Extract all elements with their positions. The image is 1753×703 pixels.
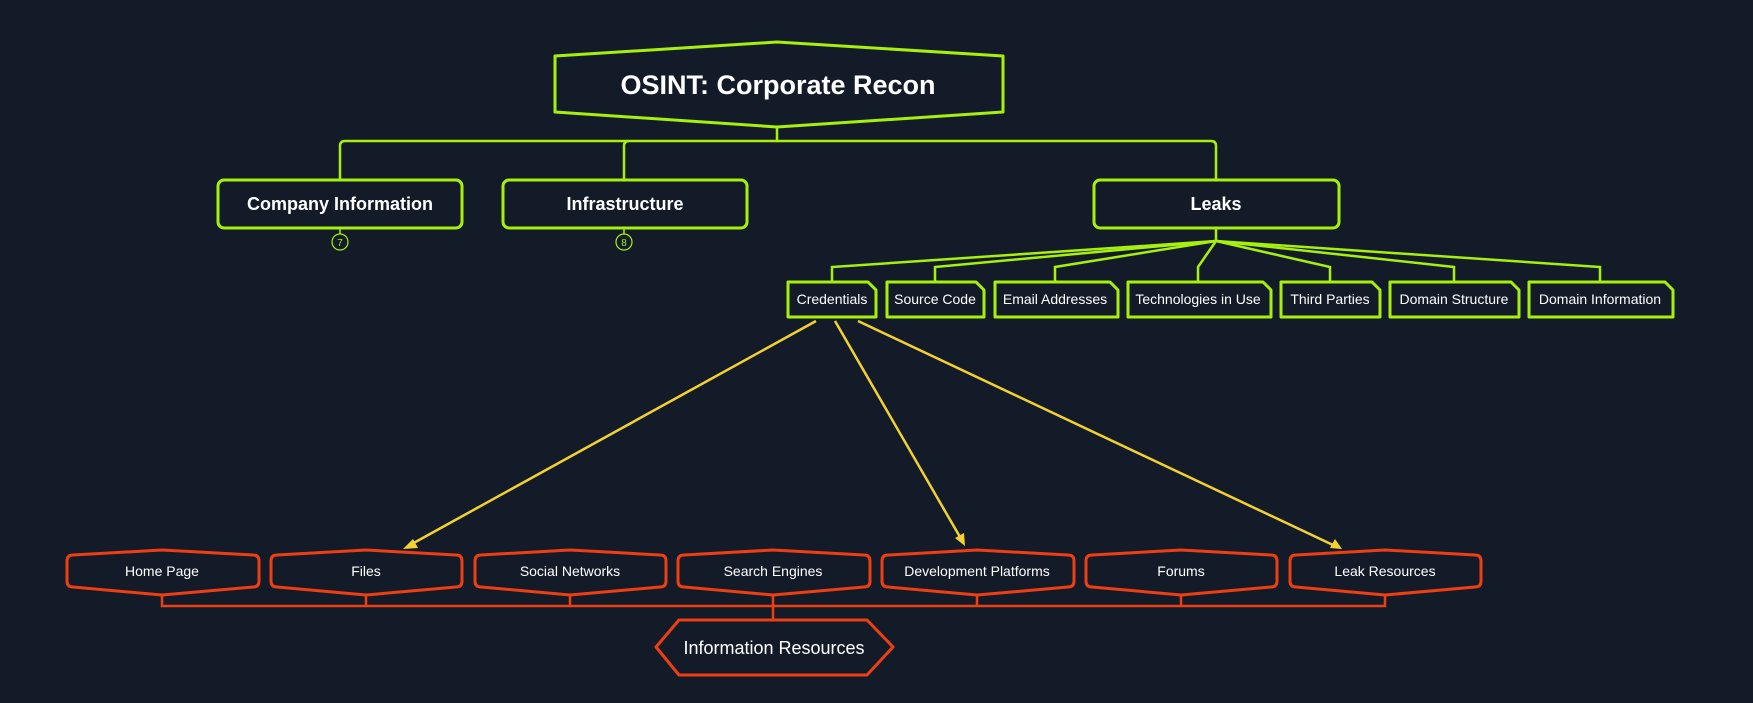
root-title: OSINT: Corporate Recon: [620, 70, 935, 100]
resource-social-networks[interactable]: Social Networks: [473, 548, 668, 597]
resource-files[interactable]: Files: [269, 548, 464, 597]
topic-label: Infrastructure: [566, 194, 683, 214]
subtopic-label: Credentials: [797, 291, 868, 307]
collapsed-count: 8: [621, 238, 627, 249]
resource-label: Home Page: [125, 563, 199, 579]
relationship-credentials-development-platforms[interactable]: [833, 320, 965, 546]
subtopic-label: Domain Information: [1539, 291, 1661, 307]
subtopic-label: Third Parties: [1290, 291, 1369, 307]
subtopic-credentials[interactable]: Credentials: [786, 280, 878, 319]
resources-connectors: [160, 595, 1387, 620]
collapsed-count: 7: [337, 238, 343, 249]
root-connectors: [338, 127, 1218, 180]
subtopic-label: Domain Structure: [1400, 291, 1509, 307]
subtopic-label: Technologies in Use: [1135, 291, 1261, 307]
subtopic-label: Source Code: [894, 291, 976, 307]
topic-label: Leaks: [1190, 194, 1241, 214]
resource-home-page[interactable]: Home Page: [65, 548, 261, 597]
resource-leak-resources[interactable]: Leak Resources: [1288, 548, 1483, 597]
subtopic-third-parties[interactable]: Third Parties: [1279, 280, 1382, 319]
topic-label: Company Information: [247, 194, 433, 214]
subtopic-source-code[interactable]: Source Code: [885, 280, 986, 319]
collapse-badge-company-information[interactable]: 7: [331, 228, 349, 251]
topic-leaks[interactable]: Leaks: [1092, 178, 1341, 230]
resource-search-engines[interactable]: Search Engines: [676, 548, 872, 597]
topic-infrastructure[interactable]: Infrastructure: [501, 178, 749, 230]
collapse-badge-infrastructure[interactable]: 8: [615, 228, 633, 251]
resource-label: Search Engines: [724, 563, 823, 579]
subtopic-technologies-in-use[interactable]: Technologies in Use: [1126, 280, 1273, 319]
resource-label: Development Platforms: [904, 563, 1050, 579]
relationship-arrows: [403, 319, 1342, 549]
topic-company-information[interactable]: Company Information: [216, 178, 464, 230]
resource-label: Forums: [1157, 563, 1204, 579]
leaks-connectors: [830, 228, 1602, 282]
resource-label: Social Networks: [520, 563, 620, 579]
resources-root-node[interactable]: Information Resources: [654, 618, 895, 677]
subtopic-domain-information[interactable]: Domain Information: [1527, 280, 1675, 319]
subtopic-label: Email Addresses: [1003, 291, 1107, 307]
resource-label: Files: [351, 563, 381, 579]
resource-forums[interactable]: Forums: [1084, 548, 1279, 597]
relationship-credentials-leak-resources[interactable]: [857, 319, 1342, 549]
subtopic-domain-structure[interactable]: Domain Structure: [1388, 280, 1521, 319]
resources-root-title: Information Resources: [683, 638, 864, 658]
relationship-credentials-files[interactable]: [403, 319, 817, 549]
subtopic-email-addresses[interactable]: Email Addresses: [993, 280, 1120, 319]
resource-development-platforms[interactable]: Development Platforms: [880, 548, 1076, 597]
resource-label: Leak Resources: [1334, 563, 1435, 579]
root-node[interactable]: OSINT: Corporate Recon: [553, 40, 1005, 129]
